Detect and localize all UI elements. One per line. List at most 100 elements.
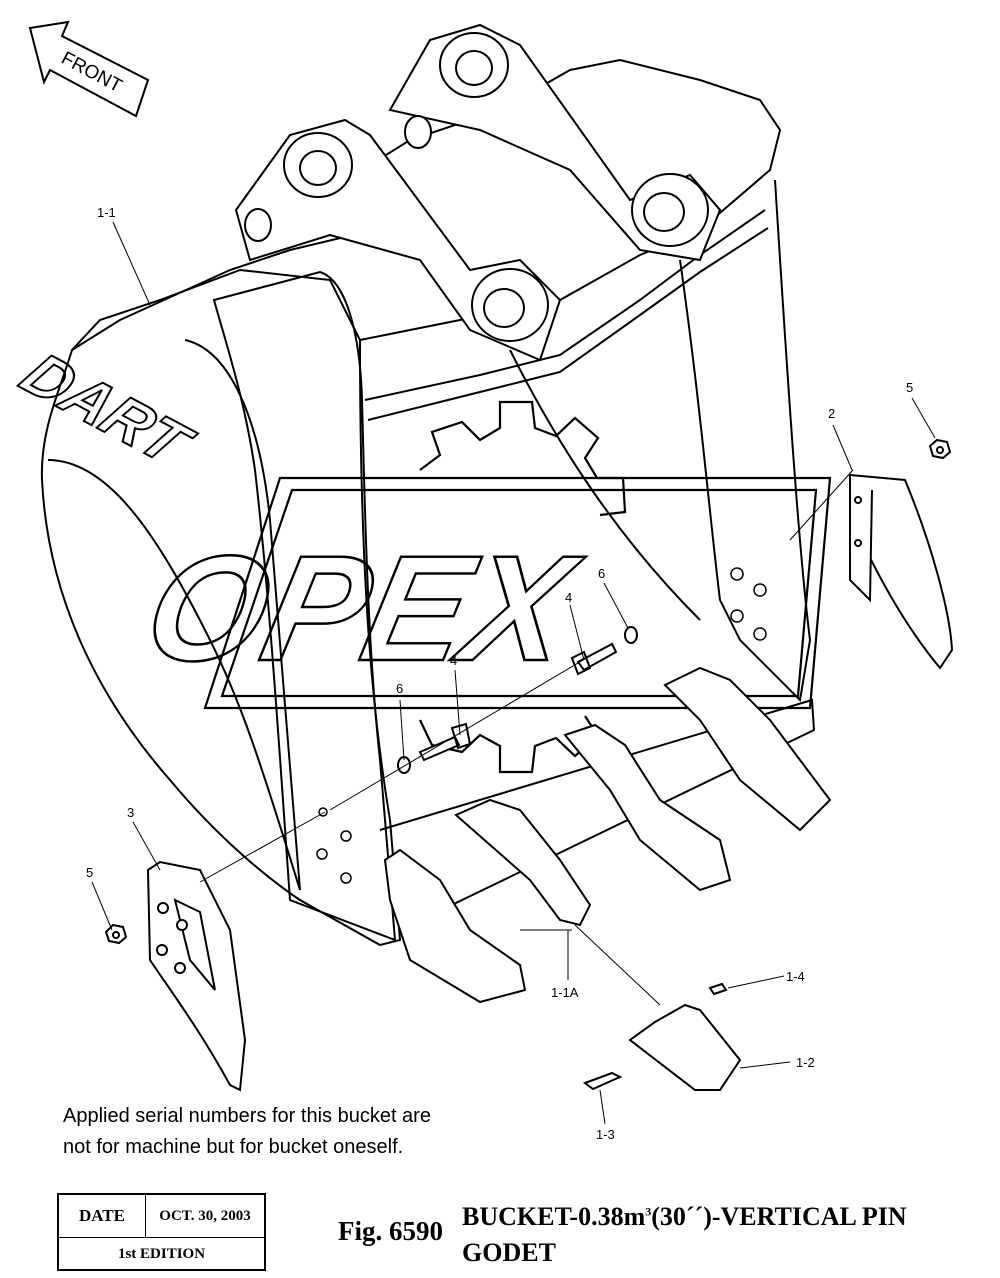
opex-watermark: OPEX [132,400,832,774]
bucket-body [40,58,816,947]
pin-bore-lower-left [483,288,525,328]
leader-1-2 [739,1061,791,1069]
side-bolt-holes [316,567,767,884]
mounting-brackets [234,23,722,362]
tooth-point-1-2 [628,1003,742,1091]
leader-5a [911,397,936,439]
front-arrow-outline [28,20,150,118]
leader-cutter3-line [199,811,326,883]
leader-3 [132,821,161,871]
nut-5-right-bore [936,446,944,454]
leader-1-1 [112,221,151,306]
figure-title-sup: 3 [645,1204,652,1219]
tooth-adapter [454,798,592,927]
figure-number: Fig. 6590 [338,1216,443,1246]
leader-2 [832,424,853,471]
note-line-2: not for machine but for bucket oneself. [63,1136,404,1158]
callout-2: 2 [828,406,835,421]
bucket-shell-edge [47,459,301,891]
watermark-text: OPEX [133,526,593,693]
tooth-adapter [663,666,832,832]
bolt-hole [340,872,352,884]
leader-6a [603,582,629,629]
cutter-hole [156,944,168,956]
bolt-hole [753,627,767,641]
cutter-hole [157,902,169,914]
figure-title: BUCKET-0.38m3(30´´)-VERTICAL PIN [462,1202,907,1232]
revision-info-box: DATE OCT. 30, 2003 1st EDITION [57,1193,266,1271]
washer-6-upper [624,626,638,644]
pin-bore-upper-left [299,150,337,186]
tooth-adapter [383,848,527,1004]
callout-4-lower: 4 [450,653,457,668]
callout-1-4: 1-4 [786,969,805,984]
date-value: OCT. 30, 2003 [159,1207,251,1224]
callout-5-lower: 5 [86,865,93,880]
bolt-hole [318,807,328,817]
callout-3: 3 [127,805,134,820]
watermark-frame-outer [203,476,832,710]
cutter-hole [854,539,862,547]
nut-5-left-bore [112,931,120,939]
bucket-left-shell [40,268,402,947]
exploded-tooth [582,982,742,1091]
watermark-gear [419,400,627,517]
tooth-adapter [563,723,732,892]
bucket-inner-back-curve [509,349,701,621]
bolt-hole [340,830,352,842]
bolt-hole [730,567,744,581]
callout-1-1a: 1-1A [551,985,579,1000]
bucket-inner-shell [184,339,301,891]
retainer-1-4 [708,982,728,996]
bucket-front-plate [212,270,397,942]
leader-lines [91,221,936,1125]
side-cutter-right-back [849,475,873,603]
bolt-hole [316,848,328,860]
figure-title-main: BUCKET-0.38m [462,1202,646,1231]
side-cutter-2 [848,473,954,670]
bucket-teeth [383,666,832,1004]
bucket-back-beam [364,209,766,401]
date-label: DATE [59,1195,146,1237]
leader-tooth-to-adapter [574,924,661,1006]
callout-labels: 1-1 2 5 6 4 4 6 3 5 1-1A 1-4 1-2 1-3 [86,205,913,1142]
leader-4a [569,604,585,661]
cutter-hole [174,962,186,974]
leader-2-to-plate [789,469,854,541]
callout-6-upper: 6 [598,566,605,581]
side-cutter-left [146,860,247,1092]
serial-number-note: Applied serial numbers for this bucket a… [63,1101,543,1163]
date-row: DATE OCT. 30, 2003 [59,1195,264,1238]
callout-1-2: 1-2 [796,1055,815,1070]
bolt-4-upper [570,642,618,676]
bucket-back-beam-2 [367,227,769,421]
figure-subtitle: GODET [462,1238,556,1267]
edition-label: 1st EDITION [117,1246,206,1262]
dart-logo: DART [8,341,207,479]
bucket-back-box [259,58,782,341]
note-line-1: Applied serial numbers for this bucket a… [63,1105,431,1127]
bolt-hole [753,583,767,597]
leader-5b [91,881,113,931]
front-arrow: FRONT [28,20,150,118]
leader-6b [399,699,405,761]
bolt-hole [730,609,744,623]
side-cutter-3 [146,860,247,1092]
callout-1-1: 1-1 [97,205,116,220]
figure-caption: Fig. 6590 BUCKET-0.38m3(30´´)-VERTICAL P… [338,1200,998,1275]
watermark-frame-inner [220,488,818,698]
callout-1-3: 1-3 [596,1127,615,1142]
leader-1-3 [599,1089,606,1125]
callout-4-upper: 4 [565,590,572,605]
cutter-hole [854,496,862,504]
bracket-hole-left [244,208,272,242]
leader-1-4 [727,975,785,989]
cutter-hole [176,919,188,931]
lock-pin-1-3 [582,1071,623,1091]
callout-6-lower: 6 [396,681,403,696]
figure-title-rest: (30´´)-VERTICAL PIN [651,1202,907,1231]
pin-bore-upper-right [455,50,493,86]
leader-bolt-upper-line [329,649,601,811]
bracket-hole-right [404,115,432,149]
